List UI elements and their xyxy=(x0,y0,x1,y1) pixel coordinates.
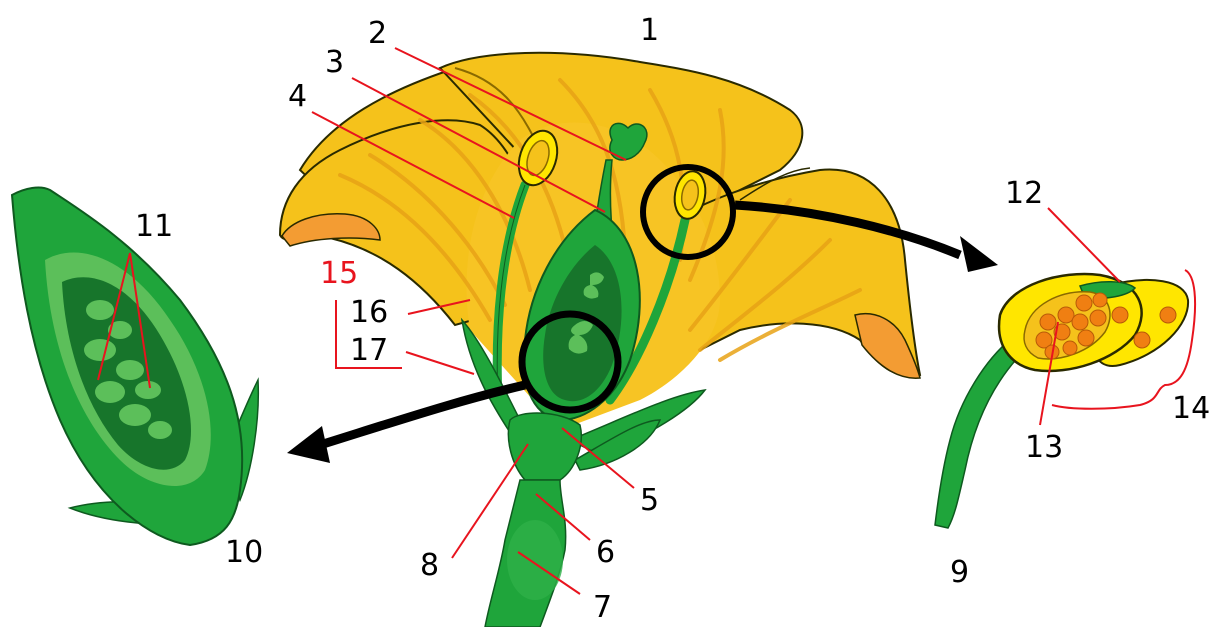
label-7: 7 xyxy=(593,590,612,625)
label-2: 2 xyxy=(368,16,387,51)
label-12: 12 xyxy=(1005,176,1043,211)
arrow-head-left xyxy=(287,426,330,463)
receptacle xyxy=(508,413,581,480)
label-5: 5 xyxy=(640,483,659,518)
label-11: 11 xyxy=(135,209,173,244)
label-6: 6 xyxy=(596,535,615,570)
label-10: 10 xyxy=(225,535,263,570)
label-16: 16 xyxy=(350,295,388,330)
label-14: 14 xyxy=(1172,391,1210,426)
label-4: 4 xyxy=(288,79,307,114)
label-3: 3 xyxy=(325,45,344,80)
anther-detail-filament xyxy=(935,338,1025,528)
stem-swelling xyxy=(507,520,563,600)
arrow-to-ovary-detail xyxy=(320,385,525,445)
label-1: 1 xyxy=(640,13,659,48)
label-17: 17 xyxy=(350,333,388,368)
label-15: 15 xyxy=(320,256,358,291)
arrow-head-right xyxy=(960,236,998,272)
label-8: 8 xyxy=(420,548,439,583)
label-13: 13 xyxy=(1025,430,1063,465)
label-9: 9 xyxy=(950,555,969,590)
